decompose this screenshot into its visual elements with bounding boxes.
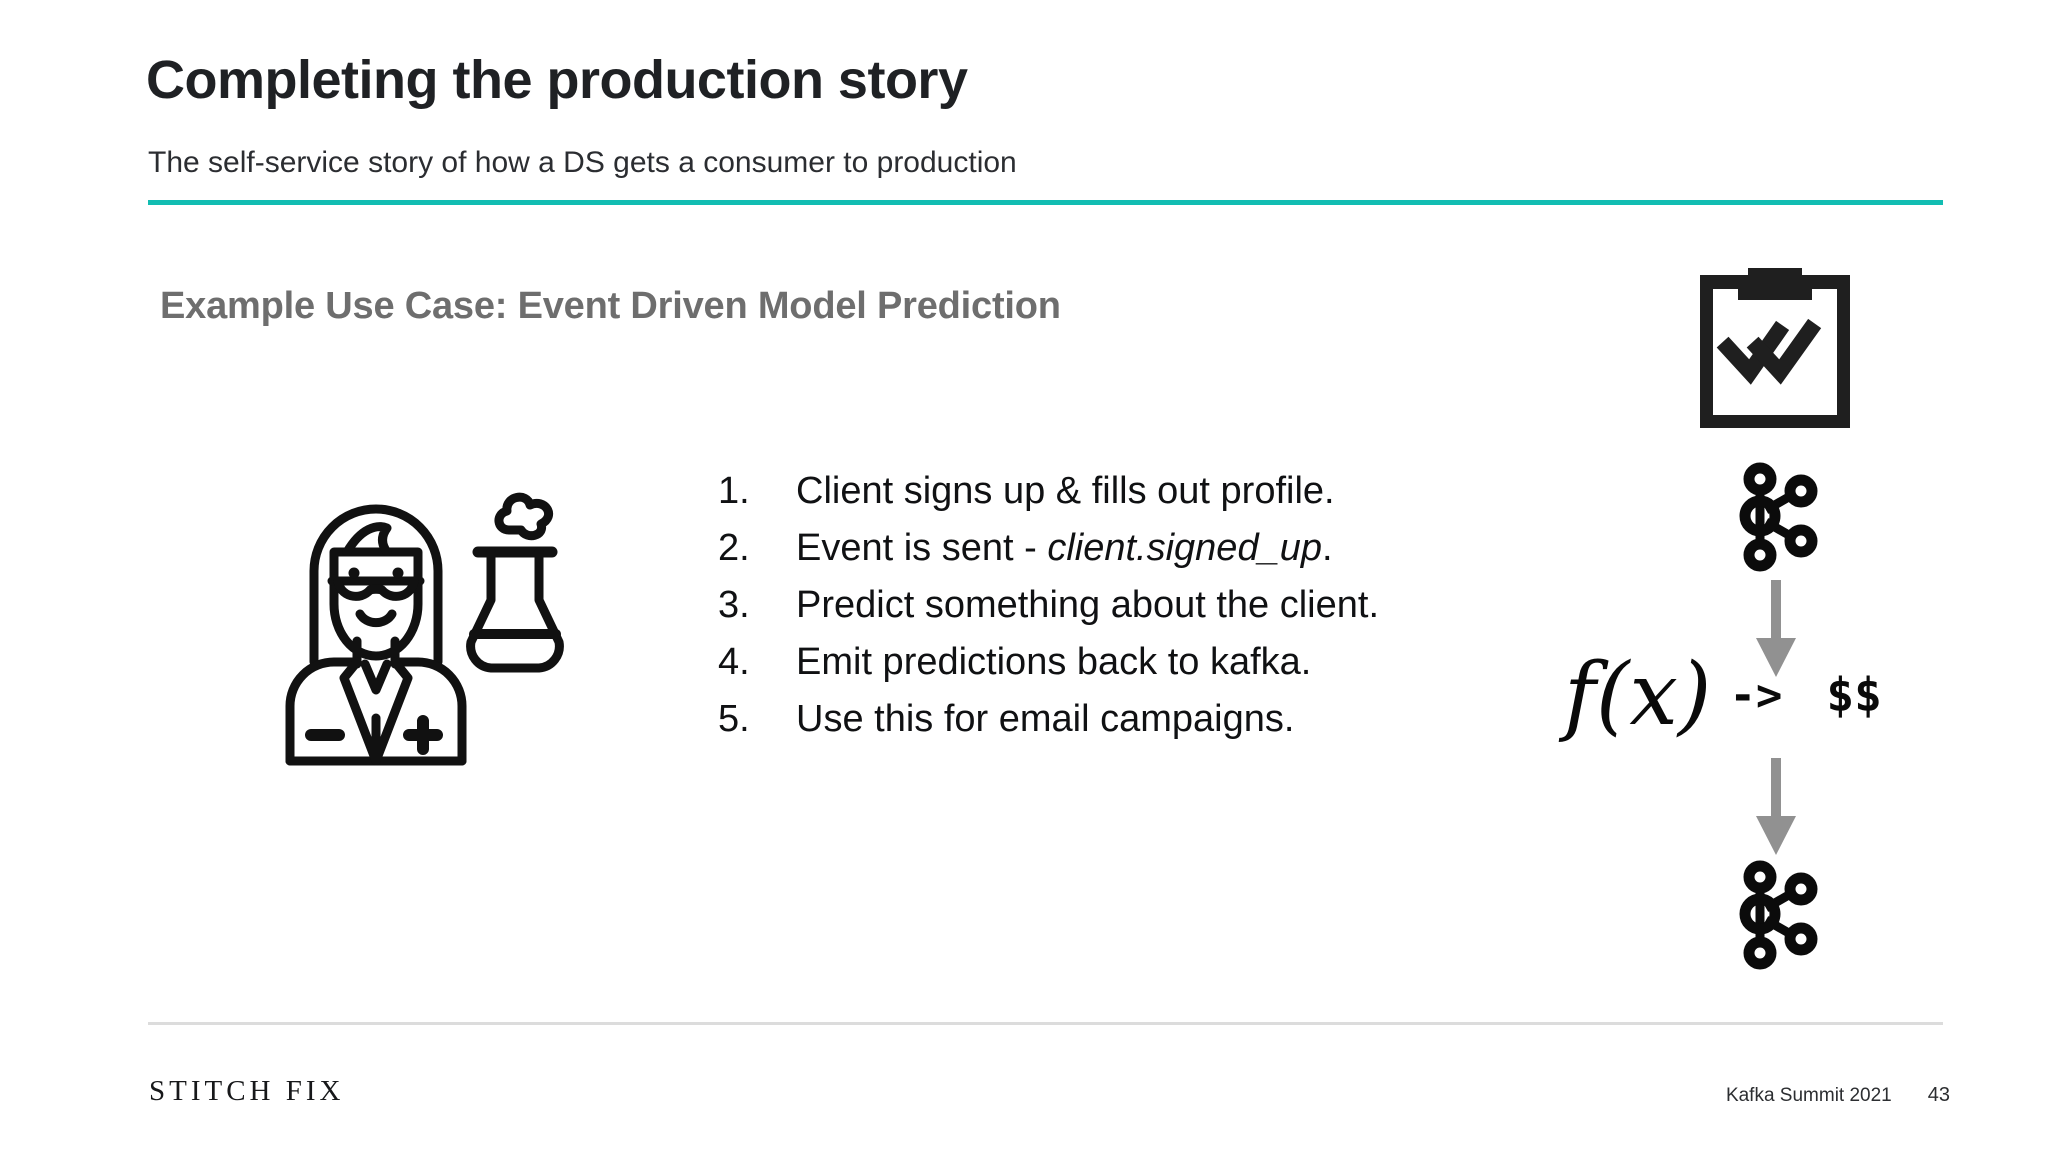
list-item-number: 1.	[718, 470, 750, 512]
list-item-number: 3.	[718, 584, 750, 626]
list-item-text: Predict something about the client.	[796, 584, 1380, 626]
list-item: 4. Emit predictions back to kafka.	[718, 634, 1379, 691]
brand-logo: STITCH FIX	[149, 1075, 345, 1107]
page-title: Completing the production story	[146, 50, 968, 110]
list-item-text: Client signs up & fills out profile.	[796, 470, 1335, 512]
footer-divider	[148, 1022, 1943, 1025]
formula-arrow: ->	[1729, 669, 1783, 721]
arrow-down-icon	[1748, 580, 1804, 680]
footer-event-name: Kafka Summit 2021	[1725, 1085, 1892, 1106]
scientist-icon	[265, 478, 565, 768]
steps-list: 1. Client signs up & fills out profile. …	[718, 463, 1379, 748]
formula-output: $$	[1826, 668, 1882, 722]
arrow-down-icon	[1748, 758, 1804, 858]
prediction-formula: f(x) -> $$	[1564, 640, 2034, 750]
list-item: 3. Predict something about the client.	[718, 577, 1379, 634]
list-item: 2. Event is sent - client.signed_up.	[718, 520, 1379, 577]
header-divider	[148, 200, 1943, 205]
section-heading: Example Use Case: Event Driven Model Pre…	[160, 285, 1061, 327]
list-item-number: 2.	[718, 527, 750, 569]
list-item-number: 5.	[718, 698, 750, 740]
page-subtitle: The self-service story of how a DS gets …	[148, 146, 1017, 179]
list-item-number: 4.	[718, 641, 750, 683]
clipboard-checkmarks-icon	[1700, 268, 1850, 428]
footer-meta: Kafka Summit 2021 43	[1726, 1084, 1950, 1107]
kafka-logo-icon	[1728, 460, 1824, 572]
footer-page-number: 43	[1927, 1084, 1950, 1106]
list-item: 5. Use this for email campaigns.	[718, 691, 1379, 748]
kafka-logo-icon	[1728, 858, 1824, 970]
event-flow-diagram: f(x) -> $$	[1564, 268, 2032, 970]
list-item-text: Emit predictions back to kafka.	[796, 641, 1312, 683]
list-item: 1. Client signs up & fills out profile.	[718, 463, 1379, 520]
formula-fx: f(x)	[1564, 645, 1712, 745]
list-item-text: Use this for email campaigns.	[796, 698, 1295, 740]
list-item-text: Event is sent - client.signed_up.	[796, 527, 1333, 569]
